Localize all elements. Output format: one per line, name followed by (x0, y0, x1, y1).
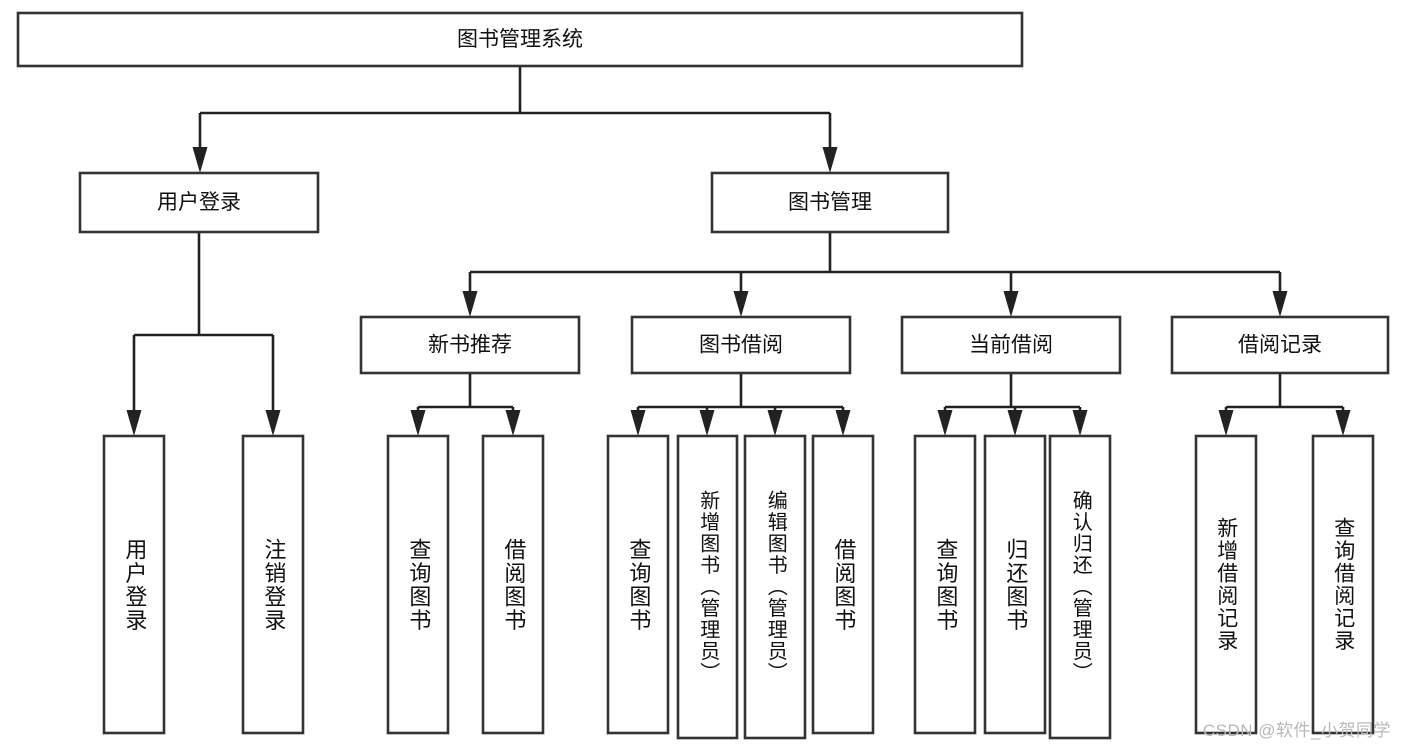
arrow-head-icon (835, 410, 851, 436)
arrow-head-icon (192, 147, 208, 173)
node-label-book-manage: 图书管理 (788, 191, 872, 214)
connector-current-borrow (937, 373, 1088, 436)
node-box-leaf-borrow-book-1[interactable] (481, 434, 545, 735)
node-box-leaf-return-book[interactable] (983, 434, 1047, 735)
node-box-leaf-add-book[interactable] (676, 434, 739, 740)
node-box-leaf-query-book-1[interactable] (386, 434, 450, 735)
node-box-user-login[interactable] (78, 171, 320, 234)
node-box-leaf-query-book-3[interactable] (913, 434, 977, 735)
arrow-head-icon (630, 410, 646, 436)
arrow-head-icon (1335, 410, 1351, 436)
arrow-head-icon (767, 410, 783, 436)
node-box-new-book-recommend[interactable] (359, 315, 581, 375)
node-box-book-manage[interactable] (710, 171, 950, 234)
node-box-leaf-logout[interactable] (241, 434, 305, 735)
connector-new-book-recommend (410, 373, 521, 436)
arrow-head-icon (1003, 291, 1019, 317)
watermark-text: CSDN @软件_小贺同学 (1202, 721, 1391, 740)
arrow-head-icon (733, 291, 749, 317)
connector-user-login (126, 232, 281, 436)
node-box-leaf-edit-book[interactable] (743, 434, 807, 740)
node-box-current-borrow[interactable] (900, 315, 1122, 375)
node-label-new-book-recommend: 新书推荐 (428, 334, 512, 357)
connector-book-manage (462, 232, 1288, 317)
arrow-head-icon (265, 410, 281, 436)
node-label-book-borrow: 图书借阅 (699, 334, 783, 357)
node-label-user-login: 用户登录 (157, 191, 241, 214)
node-label-borrow-record: 借阅记录 (1238, 334, 1322, 357)
node-box-leaf-confirm-return[interactable] (1048, 434, 1112, 740)
arrow-head-icon (505, 410, 521, 436)
node-box-leaf-user-login[interactable] (102, 434, 166, 735)
node-box-leaf-add-record[interactable] (1194, 434, 1258, 735)
node-box-borrow-record[interactable] (1170, 315, 1390, 375)
node-box-leaf-borrow-book-2[interactable] (811, 434, 875, 735)
arrow-head-icon (1007, 410, 1023, 436)
node-box-leaf-query-record[interactable] (1311, 434, 1375, 735)
arrow-head-icon (699, 410, 715, 436)
arrow-head-icon (126, 410, 142, 436)
node-box-root[interactable] (16, 11, 1024, 68)
node-label-root: 图书管理系统 (457, 28, 583, 51)
arrow-head-icon (1218, 410, 1234, 436)
node-box-leaf-query-book-2[interactable] (606, 434, 670, 735)
node-label-current-borrow: 当前借阅 (969, 334, 1053, 357)
arrow-head-icon (410, 410, 426, 436)
arrow-head-icon (822, 147, 838, 173)
connector-book-borrow (630, 373, 851, 436)
arrow-head-icon (462, 291, 478, 317)
connector-root (192, 66, 838, 173)
arrow-head-icon (1272, 291, 1288, 317)
node-box-book-borrow[interactable] (630, 315, 852, 375)
arrow-head-icon (1072, 410, 1088, 436)
connector-borrow-record (1218, 373, 1351, 436)
arrow-head-icon (937, 410, 953, 436)
